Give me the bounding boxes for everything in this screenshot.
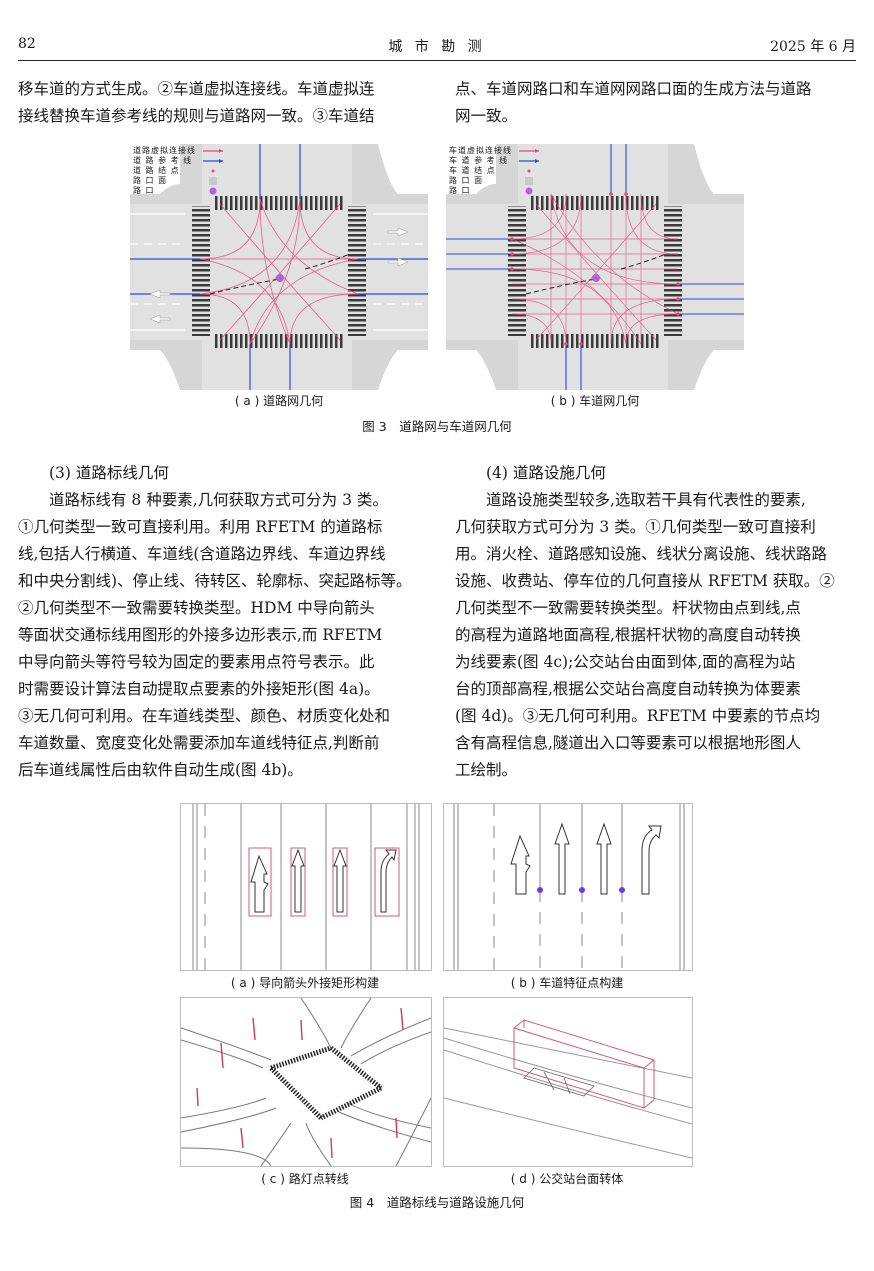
text-line: 用。消火栓、道路感知设施、线状分离设施、线状路路 [455,545,828,563]
section-3-heading: (3) 道路标线几何 [49,464,169,482]
text-line: 车道数量、宽度变化处需要添加车道线特征点,判断前 [18,734,380,752]
text-line: 时需要设计算法自动提取点要素的外接矩形(图 4a)。 [18,680,380,698]
text-line: 几何获取方式可分为 3 类。①几何类型一致可直接利 [455,518,816,536]
figure-3b-lane-network [446,144,744,390]
text-line: 网一致。 [455,107,518,125]
figure-4b-lane-feature-points [443,803,693,971]
figure-4b-sublabel: ( b ) 车道特征点构建 [510,976,624,990]
legend-label: 道路虚拟连接线 [133,146,196,155]
text-line: 工绘制。 [455,761,518,779]
figure-4a-arrow-bounding-rect [180,803,432,971]
text-line: 的高程为道路地面高程,根据杆状物的高度自动转换 [455,626,801,644]
text-line: ③无几何可利用。在车道线类型、颜色、材质变化处和 [18,707,391,725]
text-line: ①几何类型一致可直接利用。利用 RFETM 的道路标 [18,518,383,536]
figure-4d-bus-stop-face-to-solid [443,997,693,1167]
junction-point-marker [276,274,284,282]
section-4-heading: (4) 道路设施几何 [486,464,606,482]
lane-feature-point [537,887,543,893]
text-line: 接线替换车道参考线的规则与道路网一致。③车道结 [18,107,375,125]
section-4-text: (4) 道路设施几何 道路设施类型较多,选取若干具有代表性的要素, 几何获取方式… [455,460,855,784]
left-top-paragraph: 移车道的方式生成。②车道虚拟连接线。车道虚拟连 接线替换车道参考线的规则与道路网… [18,76,418,130]
figure-4a-sublabel: ( a ) 导向箭头外接矩形构建 [230,976,380,990]
legend-label: 车道虚拟连接线 [449,146,512,155]
text-line: 道路标线有 8 种要素,几何获取方式可分为 3 类。 [49,491,388,509]
lane-feature-point [579,887,585,893]
junction-point-marker [592,274,600,282]
text-line: 等面状交通标线用图形的外接多边形表示,而 RFETM [18,626,383,644]
legend-label: 道 路 结 点 [133,166,180,175]
text-line: 几何类型不一致需要转换类型。杆状物由点到线,点 [455,599,801,617]
legend-label: 路 口 [449,186,471,195]
header-rule [18,60,856,61]
legend-label: 路 口 面 [449,176,484,185]
text-line: 和中央分割线)、停止线、待转区、轮廓标、突起路标等。 [18,572,412,590]
figure-3a-road-network [130,144,428,390]
text-line: 道路设施类型较多,选取若干具有代表性的要素, [486,491,806,509]
right-top-paragraph: 点、车道网路口和车道网网路口面的生成方法与道路 网一致。 [455,76,855,130]
figure-3a-legend: 道路虚拟连接线 道 路 参 考 线 道 路 结 点 路 口 面 路 口 [133,146,225,196]
lane-feature-point [619,887,625,893]
text-line: 后车道线属性后由软件自动生成(图 4b)。 [18,761,303,779]
figure-4c-streetlight-point-to-line [180,997,432,1167]
text-line: ②几何类型不一致需要转换类型。HDM 中导向箭头 [18,599,375,617]
figure-3b-legend: 车道虚拟连接线 车 道 参 考 线 车 道 结 点 路 口 面 路 口 [449,146,541,196]
text-line: 中导向箭头等符号较为固定的要素用点符号表示。此 [18,653,375,671]
figure-3b-sublabel: ( b ) 车道网几何 [550,394,640,408]
section-3-text: (3) 道路标线几何 道路标线有 8 种要素,几何获取方式可分为 3 类。 ①几… [18,460,418,784]
journal-title: 城 市 勘 测 [388,39,486,55]
text-line: 点、车道网路口和车道网网路口面的生成方法与道路 [455,80,812,98]
figure-4c-sublabel: ( c ) 路灯点转线 [261,1172,349,1186]
figure-4-caption: 图 4 道路标线与道路设施几何 [349,1195,525,1210]
text-line: 设施、收费站、停车位的几何直接从 RFETM 获取。② [455,572,835,590]
legend-label: 路 口 [133,186,155,195]
figure-4d-sublabel: ( d ) 公交站台面转体 [510,1172,624,1186]
text-line: 线,包括人行横道、车道线(含道路边界线、车道边界线 [18,545,386,563]
figure-3-caption: 图 3 道路网与车道网几何 [362,419,512,434]
text-line: 移车道的方式生成。②车道虚拟连接线。车道虚拟连 [18,80,375,98]
legend-label: 路 口 面 [133,176,168,185]
text-line: 含有高程信息,隧道出入口等要素可以根据地形图人 [455,734,801,752]
text-line: 台的顶部高程,根据公交站台高度自动转换为体要素 [455,680,801,698]
text-line: 为线要素(图 4c);公交站台由面到体,面的高程为站 [455,653,796,671]
legend-label: 道 路 参 考 线 [133,156,193,165]
legend-label: 车 道 结 点 [449,166,496,175]
text-line: (图 4d)。③无几何可利用。RFETM 中要素的节点均 [455,707,821,725]
page-number: 82 [18,36,36,52]
legend-label: 车 道 参 考 线 [449,156,509,165]
figure-3a-sublabel: ( a ) 道路网几何 [234,394,324,408]
issue-date: 2025 年 6 月 [770,39,856,55]
